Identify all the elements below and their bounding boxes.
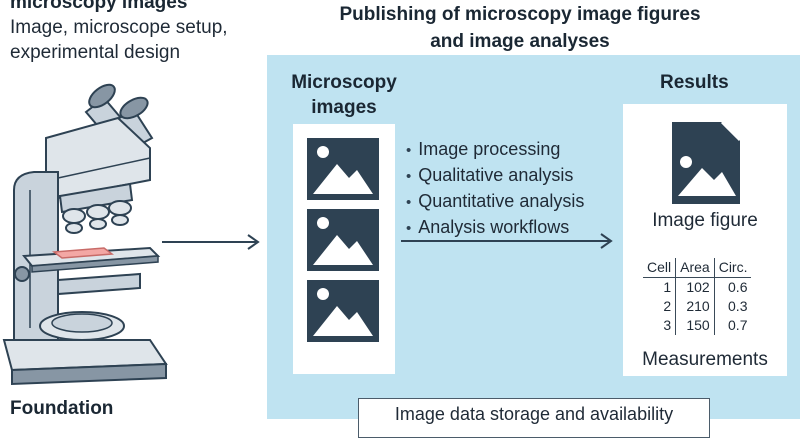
image-figure-icon	[672, 122, 740, 204]
table-cell: 210	[675, 297, 715, 316]
microscopy-images-heading: Microscopy images	[291, 72, 397, 118]
table-cell: 150	[675, 316, 715, 335]
table-header-row: Cell Area Circ.	[643, 258, 752, 278]
measurements-table: Cell Area Circ. 1 102 0.6 2 210 0.3 3 15…	[643, 258, 752, 335]
table-cell: 3	[663, 317, 672, 333]
table-cell: 2	[663, 298, 672, 314]
image-figure-label: Image figure	[652, 210, 758, 231]
bullet-icon: •	[406, 168, 412, 185]
measurements-label: Measurements	[642, 349, 768, 370]
column-header: Circ.	[713, 258, 752, 278]
step-item: •Analysis workflows	[406, 217, 570, 237]
table-cell: 1	[663, 279, 672, 295]
table-row: 1 102 0.6	[643, 277, 752, 297]
publishing-title: Publishing of microscopy image figures a…	[339, 4, 701, 52]
bullet-icon: •	[406, 194, 412, 211]
microscope-illustration	[2, 83, 168, 386]
results-heading: Results	[660, 72, 729, 93]
table-cell: 0.3	[713, 297, 752, 316]
table-row: 2 210 0.3	[643, 297, 752, 316]
table-row: 3 150 0.7	[643, 316, 752, 335]
source-description: Image, microscope setup, experimental de…	[10, 17, 228, 63]
image-icon	[313, 288, 373, 336]
table-cell: 0.7	[713, 316, 752, 335]
source-heading: microscopy images	[10, 0, 188, 13]
arrow-right-icon	[162, 234, 260, 250]
step-item: •Qualitative analysis	[406, 165, 574, 185]
analysis-steps: •Image processing •Qualitative analysis …	[406, 137, 584, 241]
step-item: •Quantitative analysis	[406, 191, 585, 211]
image-icon	[313, 217, 373, 265]
storage-label: Image data storage and availability	[394, 404, 674, 424]
step-item: •Image processing	[406, 139, 561, 159]
image-icon	[313, 146, 373, 194]
table-cell: 0.6	[713, 277, 752, 297]
table-cell: 102	[675, 277, 715, 297]
image-thumbnail	[307, 138, 379, 200]
arrow-right-icon	[401, 233, 613, 249]
column-header: Area	[675, 258, 715, 278]
image-thumbnail	[307, 280, 379, 342]
foundation-label: Foundation	[10, 398, 114, 419]
image-thumbnail	[307, 209, 379, 271]
column-header: Cell	[643, 258, 676, 278]
bullet-icon: •	[406, 142, 412, 159]
bullet-icon: •	[406, 220, 412, 237]
